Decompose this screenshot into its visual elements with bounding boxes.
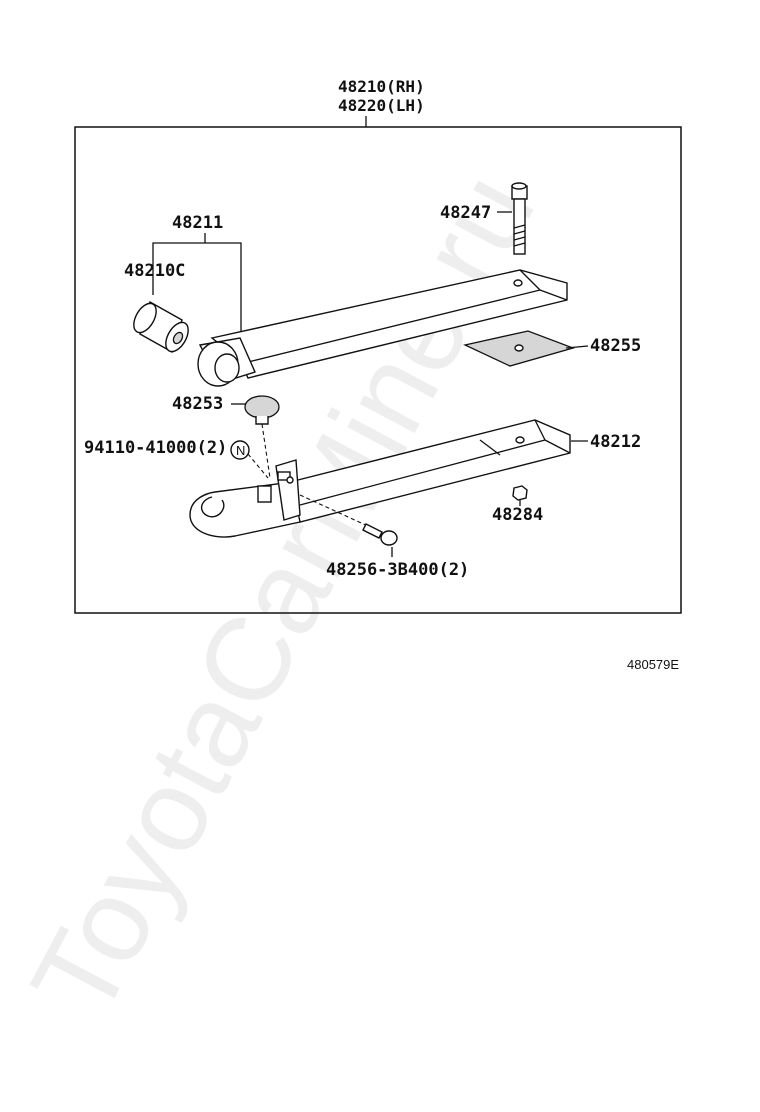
figure-code: 480579E: [627, 657, 679, 672]
nut-48284: [512, 485, 528, 501]
leaf-spring-48212: [189, 419, 571, 538]
new-part-mark: N: [230, 440, 250, 460]
assembly-label-lh: 48220(LH): [338, 96, 425, 115]
label-48211: 48211: [172, 213, 223, 233]
label-48247: 48247: [440, 203, 491, 223]
label-48256-3b400: 48256-3B400(2): [326, 560, 469, 580]
bushing-48210c: [133, 300, 189, 354]
label-94110-41000: 94110-41000(2): [84, 438, 227, 458]
assembly-frame: [74, 126, 682, 614]
center-bolt-48247: [511, 182, 528, 255]
label-48255: 48255: [590, 336, 641, 356]
clip-bolt-48256: [362, 523, 398, 546]
label-48212: 48212: [590, 432, 641, 452]
leaf-spring-48211: [197, 269, 568, 387]
label-48210c: 48210C: [124, 261, 185, 281]
assembly-label-rh: 48210(RH): [338, 77, 425, 96]
label-48284: 48284: [492, 505, 543, 525]
bumper-48253: [244, 395, 280, 425]
svg-text:N: N: [236, 443, 245, 458]
label-48253: 48253: [172, 394, 223, 414]
